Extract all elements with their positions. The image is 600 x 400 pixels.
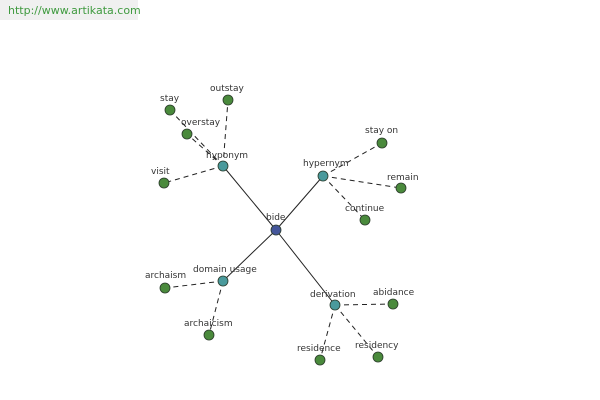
- word-label-hypernym-1[interactable]: remain: [387, 173, 419, 183]
- edge-hyponym-word-3: [163, 165, 224, 184]
- word-node-hyponym-2[interactable]: [181, 128, 193, 140]
- word-label-hyponym-0[interactable]: stay: [160, 94, 180, 104]
- word-label-domain-usage-0[interactable]: archaism: [145, 271, 186, 281]
- word-node-derivation-1[interactable]: [314, 354, 326, 366]
- word-label-hypernym-0[interactable]: stay on: [365, 126, 398, 136]
- word-label-domain-usage-1[interactable]: archaicism: [184, 319, 233, 329]
- word-label-derivation-2[interactable]: residency: [355, 341, 399, 351]
- word-node-hyponym-0[interactable]: [164, 104, 176, 116]
- word-node-hypernym-0[interactable]: [376, 137, 388, 149]
- relation-node-hypernym[interactable]: [317, 170, 329, 182]
- url-banner: http://www.artikata.com: [0, 0, 141, 20]
- edge-hypernym-word-2: [322, 175, 366, 221]
- graph-nodes: hyponym stay outstay overstay visit hypernym s…: [145, 84, 419, 366]
- edge-domain-usage-word-0: [164, 280, 224, 289]
- word-label-hyponym-2[interactable]: overstay: [181, 118, 221, 128]
- relation-label-derivation[interactable]: derivation: [310, 290, 356, 300]
- word-node-hypernym-1[interactable]: [395, 182, 407, 194]
- edge-hypernym-word-1: [322, 175, 402, 189]
- edge-derivation-word-1: [319, 304, 336, 361]
- relation-node-hyponym[interactable]: [217, 160, 229, 172]
- site-url-link[interactable]: http://www.artikata.com: [8, 4, 141, 17]
- edge-hyponym-word-0: [169, 109, 224, 167]
- edge-hyponym-word-1: [222, 99, 229, 167]
- edge-derivation-word-2: [334, 304, 379, 358]
- edge-center-derivation: [275, 229, 336, 306]
- word-label-hypernym-2[interactable]: continue: [345, 204, 385, 214]
- word-label-derivation-1[interactable]: residence: [297, 344, 341, 354]
- word-node-hyponym-3[interactable]: [158, 177, 170, 189]
- relation-label-hyponym[interactable]: hyponym: [206, 151, 248, 161]
- word-node-hypernym-2[interactable]: [359, 214, 371, 226]
- word-node-hyponym-1[interactable]: [222, 94, 234, 106]
- center-node[interactable]: [270, 224, 282, 236]
- word-node-domain-usage-1[interactable]: [203, 329, 215, 341]
- center-label[interactable]: bide: [266, 213, 286, 223]
- word-node-derivation-2[interactable]: [372, 351, 384, 363]
- edge-center-hypernym: [275, 175, 324, 231]
- edge-domain-usage-word-1: [208, 280, 224, 336]
- relation-label-hypernym[interactable]: hypernym: [303, 159, 349, 169]
- graph-edges: [163, 99, 402, 361]
- word-label-hyponym-1[interactable]: outstay: [210, 84, 244, 94]
- edge-derivation-word-0: [334, 303, 394, 306]
- relation-node-domain-usage[interactable]: [217, 275, 229, 287]
- edge-hyponym-word-2: [186, 133, 224, 167]
- edge-center-domain-usage: [222, 229, 277, 282]
- word-node-domain-usage-0[interactable]: [159, 282, 171, 294]
- edge-center-hyponym: [222, 165, 277, 231]
- edge-hypernym-word-0: [322, 142, 383, 177]
- relation-node-derivation[interactable]: [329, 299, 341, 311]
- word-node-derivation-0[interactable]: [387, 298, 399, 310]
- word-label-hyponym-3[interactable]: visit: [151, 167, 170, 177]
- word-label-derivation-0[interactable]: abidance: [373, 288, 415, 298]
- relation-label-domain-usage[interactable]: domain usage: [193, 265, 257, 275]
